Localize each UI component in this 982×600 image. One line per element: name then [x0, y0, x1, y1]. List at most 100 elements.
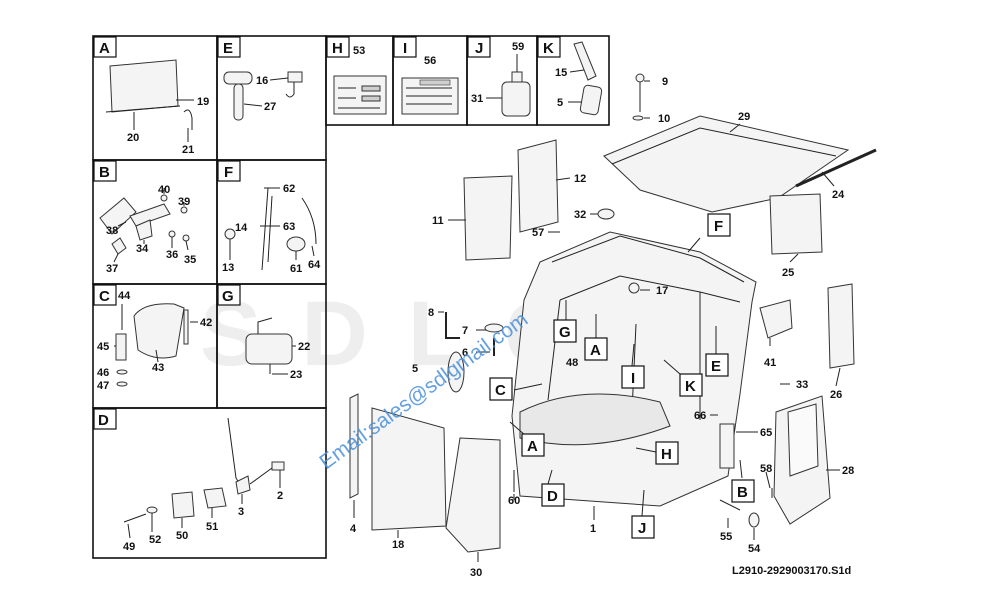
panel-k-drawing: 15 5 [555, 41, 603, 116]
callout-46: 46 [97, 367, 109, 379]
callout-57: 57 [532, 227, 544, 239]
callout-42: 42 [200, 317, 212, 329]
callout-37: 37 [106, 263, 118, 275]
callout-32: 32 [574, 209, 586, 221]
callout-7: 7 [462, 325, 468, 337]
callout-10: 10 [658, 113, 670, 125]
callout-5-main: 5 [412, 363, 418, 375]
tag-c: C [495, 382, 506, 399]
panel-f-drawing: 62 14 63 13 61 64 [222, 183, 321, 275]
callout-25: 25 [782, 267, 794, 279]
panel-f-letter: F [224, 164, 233, 181]
callout-54: 54 [748, 543, 761, 555]
callout-61: 61 [290, 263, 302, 275]
callout-5-k: 5 [557, 97, 563, 109]
callout-59: 59 [512, 41, 524, 53]
panel-k-letter: K [543, 40, 554, 57]
tag-h: H [661, 446, 672, 463]
callout-30: 30 [470, 567, 482, 579]
panel-g-letter: G [222, 288, 234, 305]
panel-c-letter: C [99, 288, 110, 305]
panel-j-drawing: 59 31 [471, 41, 531, 117]
panel-d-letter: D [98, 412, 109, 429]
callout-4: 4 [350, 523, 357, 535]
callout-12: 12 [574, 173, 586, 185]
panel-frames [92, 35, 610, 559]
panel-c-drawing: 44 42 45 43 46 47 [97, 290, 212, 392]
callout-64: 64 [308, 259, 321, 271]
tag-e: E [711, 358, 721, 375]
callout-52: 52 [149, 534, 161, 546]
panel-b-drawing: 40 39 38 34 36 35 37 [99, 184, 196, 275]
callout-50: 50 [176, 530, 188, 542]
callout-45: 45 [97, 341, 109, 353]
callout-14: 14 [235, 222, 248, 234]
main-leader-lines [353, 80, 841, 562]
callout-21: 21 [182, 144, 194, 156]
callout-1: 1 [590, 523, 596, 535]
callout-31: 31 [471, 93, 483, 105]
callout-17: 17 [656, 285, 668, 297]
panel-e-drawing: 16 27 [223, 71, 303, 121]
tag-a-lower: A [527, 438, 538, 455]
panel-letter-boxes: A B C D E F G H I J K [93, 36, 561, 430]
callout-6: 6 [462, 347, 468, 359]
callout-40: 40 [158, 184, 170, 196]
callout-53: 53 [353, 45, 365, 57]
callout-65: 65 [760, 427, 772, 439]
callout-2: 2 [277, 490, 283, 502]
panel-k-frame [536, 35, 610, 126]
callout-28: 28 [842, 465, 854, 477]
callout-22: 22 [298, 341, 310, 353]
callout-63: 63 [283, 221, 295, 233]
callout-26: 26 [830, 389, 842, 401]
tag-f: F [714, 218, 723, 235]
callout-43: 43 [152, 362, 164, 374]
tag-b: B [737, 484, 748, 501]
panel-b-letter: B [99, 164, 110, 181]
panel-g-drawing: 22 23 [245, 317, 310, 381]
callout-3: 3 [238, 506, 244, 518]
callout-20: 20 [127, 132, 139, 144]
panel-j-letter: J [475, 40, 483, 57]
callout-29: 29 [738, 111, 750, 123]
callout-13: 13 [222, 262, 234, 274]
panel-i-drawing: 56 [401, 55, 459, 115]
callout-56: 56 [424, 55, 436, 67]
callout-34: 34 [136, 243, 149, 255]
callout-55: 55 [720, 531, 732, 543]
panel-e-letter: E [223, 40, 233, 57]
callout-27: 27 [264, 101, 276, 113]
callout-41: 41 [764, 357, 776, 369]
panel-d-frame [92, 407, 327, 559]
callout-23: 23 [290, 369, 302, 381]
drawing-number: L2910-2929003170.S1d [732, 565, 851, 577]
callout-9: 9 [662, 76, 668, 88]
callout-33: 33 [796, 379, 808, 391]
panel-h-drawing: 53 [333, 45, 387, 115]
callout-58: 58 [760, 463, 772, 475]
tag-k: K [685, 378, 696, 395]
callout-11: 11 [432, 215, 444, 227]
callout-60: 60 [508, 495, 520, 507]
callout-16: 16 [256, 75, 268, 87]
callout-48: 48 [566, 357, 578, 369]
tag-i: I [631, 370, 635, 387]
main-callouts: 9 10 29 12 24 11 32 57 25 17 8 7 6 5 48 … [350, 76, 854, 579]
callout-49: 49 [123, 541, 135, 553]
panel-a-drawing: 19 20 21 [105, 59, 209, 156]
callout-18: 18 [392, 539, 404, 551]
callout-66: 66 [694, 410, 706, 422]
tag-a-upper: A [590, 342, 601, 359]
callout-47: 47 [97, 380, 109, 392]
callout-8: 8 [428, 307, 434, 319]
tag-g: G [559, 324, 571, 341]
callout-24: 24 [832, 189, 845, 201]
callout-51: 51 [206, 521, 218, 533]
tag-d: D [547, 488, 558, 505]
panel-a-letter: A [99, 40, 110, 57]
panel-d-drawing: 2 3 49 52 50 51 [123, 417, 285, 553]
callout-38: 38 [106, 225, 118, 237]
panel-h-letter: H [332, 40, 343, 57]
